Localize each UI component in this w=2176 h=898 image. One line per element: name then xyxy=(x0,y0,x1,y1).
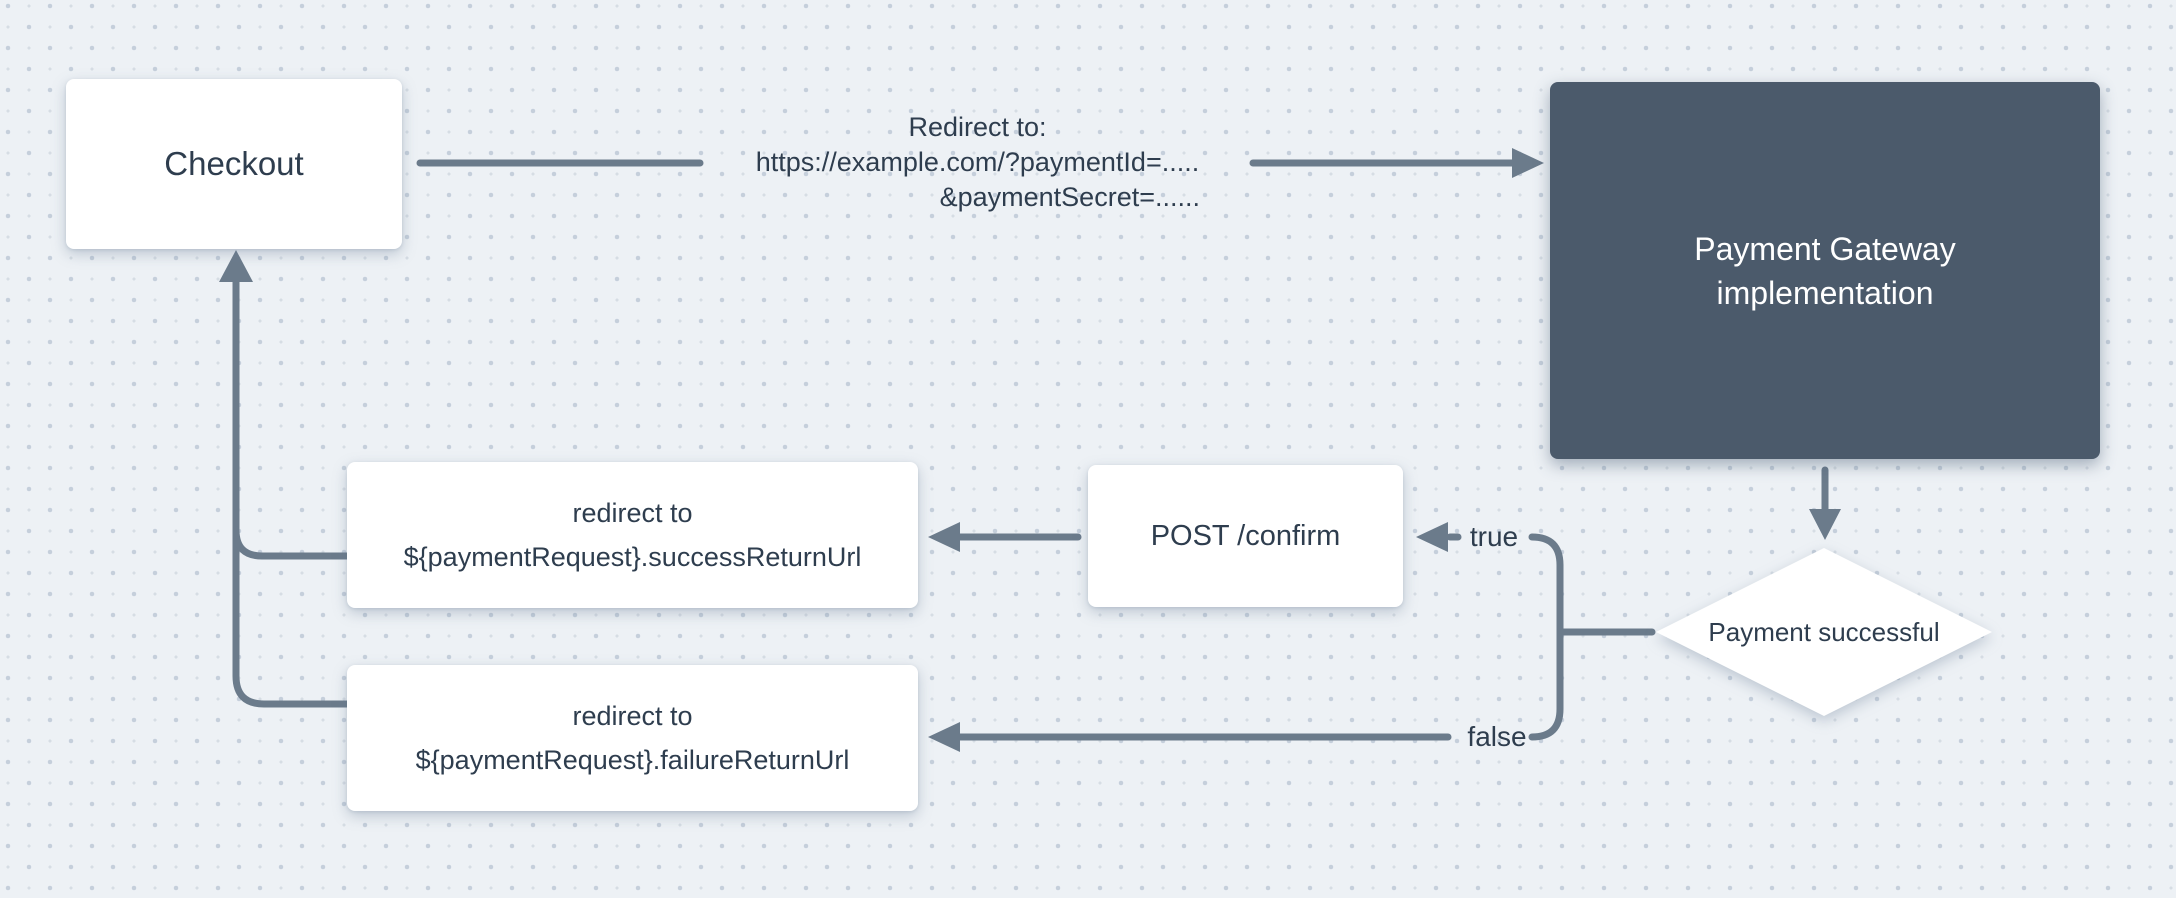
edge-label-redirect-line2: https://example.com/?paymentId=..... xyxy=(755,147,1200,177)
node-checkout-label: Checkout xyxy=(164,145,304,182)
node-payment-gateway-label-line2: implementation xyxy=(1716,274,1934,311)
node-redirect-failure: redirect to ${paymentRequest}.failureRet… xyxy=(347,665,918,811)
node-redirect-success: redirect to ${paymentRequest}.successRet… xyxy=(347,462,918,608)
edge-label-redirect: Redirect to: https://example.com/?paymen… xyxy=(755,110,1200,215)
node-redirect-success-line2: ${paymentRequest}.successReturnUrl xyxy=(403,542,862,572)
node-payment-gateway: Payment Gateway implementation xyxy=(1550,82,2100,459)
arrowhead-into-checkout xyxy=(219,250,253,282)
edge-label-true: true xyxy=(1469,521,1519,552)
edge-label-redirect-line3: &paymentSecret=...... xyxy=(939,182,1200,212)
arrowhead-into-decision xyxy=(1809,509,1841,540)
node-post-confirm-label: POST /confirm xyxy=(1150,519,1341,552)
node-checkout: Checkout xyxy=(66,79,402,249)
edge-success-branch-join xyxy=(232,526,351,560)
edge-label-false: false xyxy=(1467,721,1527,752)
arrowhead-into-post xyxy=(1416,522,1448,552)
node-post-confirm: POST /confirm xyxy=(1088,465,1403,607)
decision-diamond-shape xyxy=(1656,548,1992,716)
arrowhead-into-failure-box xyxy=(928,722,960,752)
edge-decision-bracket xyxy=(1528,533,1564,741)
node-payment-gateway-label-line1: Payment Gateway xyxy=(1694,230,1956,267)
node-redirect-success-line1: redirect to xyxy=(572,498,693,528)
arrowhead-into-success-box xyxy=(928,522,960,552)
edge-return-to-checkout xyxy=(232,264,351,708)
arrowhead-into-gateway xyxy=(1512,148,1544,178)
edge-label-redirect-line1: Redirect to: xyxy=(908,112,1047,142)
node-redirect-failure-line1: redirect to xyxy=(572,701,693,731)
decision-diamond-label: Payment successful xyxy=(1708,616,1940,647)
node-redirect-failure-line2: ${paymentRequest}.failureReturnUrl xyxy=(415,745,850,775)
